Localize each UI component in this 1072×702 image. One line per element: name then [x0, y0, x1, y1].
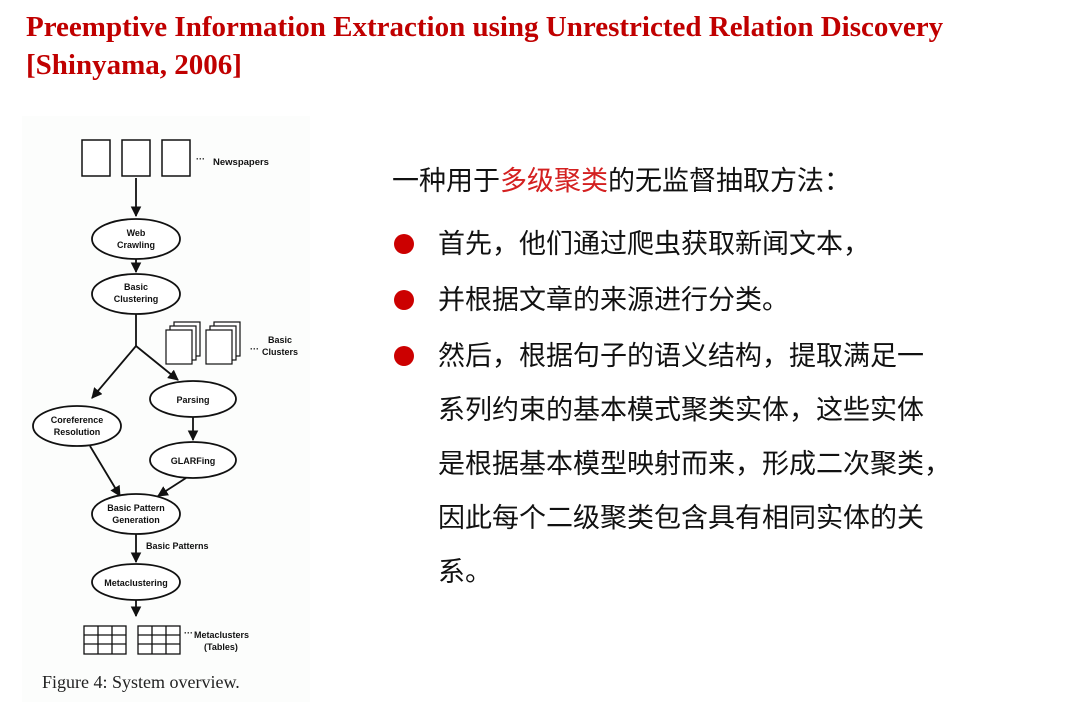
bullet-text-line: 系列约束的基本模式聚类实体，这些实体: [438, 395, 924, 426]
slide-title-citation: [Shinyama, 2006]: [26, 49, 242, 81]
basic-pattern-generation-label-1: Basic Pattern: [107, 503, 165, 513]
newspapers-icon: [81, 139, 191, 177]
slide-title: Preemptive Information Extraction using …: [26, 8, 1066, 84]
basic-clusters-dots: ···: [250, 344, 259, 354]
bullet-item: 并根据文章的来源进行分类。: [392, 274, 1052, 328]
bullet-list: 首先，他们通过爬虫获取新闻文本， 并根据文章的来源进行分类。 然后，根据句子的语…: [392, 218, 1052, 602]
web-crawling-label-2: Crawling: [117, 240, 155, 250]
basic-clusters-icon: [165, 321, 241, 365]
bullet-text: 首先，他们通过爬虫获取新闻文本，: [438, 229, 870, 260]
bullet-item: 首先，他们通过爬虫获取新闻文本，: [392, 218, 1052, 272]
slide-title-line1: Preemptive Information Extraction using …: [26, 11, 944, 43]
basic-clusters-label-2: Clusters: [262, 347, 298, 357]
metaclusters-label-1: Metaclusters: [194, 630, 249, 640]
web-crawling-label-1: Web: [127, 228, 146, 238]
basic-clustering-label-1: Basic: [124, 282, 148, 292]
bullet-text-line: 是根据基本模型映射而来，形成二次聚类，: [438, 449, 951, 480]
newspapers-label: Newspapers: [213, 157, 269, 168]
intro-text: 一种用于多级聚类的无监督抽取方法：: [392, 160, 851, 204]
metaclusters-label-2: (Tables): [204, 642, 238, 652]
coreference-node: [32, 405, 122, 447]
intro-highlight: 多级聚类: [500, 166, 608, 197]
web-crawling-node: [91, 218, 181, 260]
basic-patterns-label: Basic Patterns: [146, 541, 209, 551]
basic-clustering-label-2: Clustering: [114, 294, 159, 304]
intro-after: 的无监督抽取方法：: [608, 166, 851, 197]
system-overview-figure: ··· Newspapers Web Crawling Basic Cluste…: [22, 116, 310, 702]
basic-pattern-generation-node: [91, 493, 181, 535]
intro-before: 一种用于: [392, 166, 500, 197]
bullet-text-line: 因此每个二级聚类包含具有相同实体的关: [438, 503, 924, 534]
glarfing-node: [149, 441, 237, 479]
figure-caption: Figure 4: System overview.: [42, 672, 240, 692]
bullet-dot-icon: [394, 290, 414, 310]
system-overview-diagram: ··· Newspapers Web Crawling Basic Cluste…: [32, 139, 298, 655]
newspapers-dots: ···: [196, 154, 205, 164]
bullet-text: 并根据文章的来源进行分类。: [438, 285, 789, 316]
coreference-label-1: Coreference: [51, 415, 104, 425]
bullet-dot-icon: [394, 234, 414, 254]
parsing-label: Parsing: [176, 395, 209, 405]
metaclustering-label: Metaclustering: [104, 578, 168, 588]
metaclusters-tables-icon: [83, 625, 181, 655]
bullet-dot-icon: [394, 346, 414, 366]
coreference-label-2: Resolution: [54, 427, 101, 437]
bullet-item: 然后，根据句子的语义结构，提取满足一 系列约束的基本模式聚类实体，这些实体 是根…: [392, 330, 1052, 600]
bullet-text-line: 然后，根据句子的语义结构，提取满足一: [438, 341, 924, 372]
glarfing-label: GLARFing: [171, 456, 216, 466]
metaclusters-dots: ···: [184, 628, 193, 638]
basic-pattern-generation-label-2: Generation: [112, 515, 160, 525]
basic-clusters-label-1: Basic: [268, 335, 292, 345]
bullet-text-line: 系。: [438, 557, 492, 588]
